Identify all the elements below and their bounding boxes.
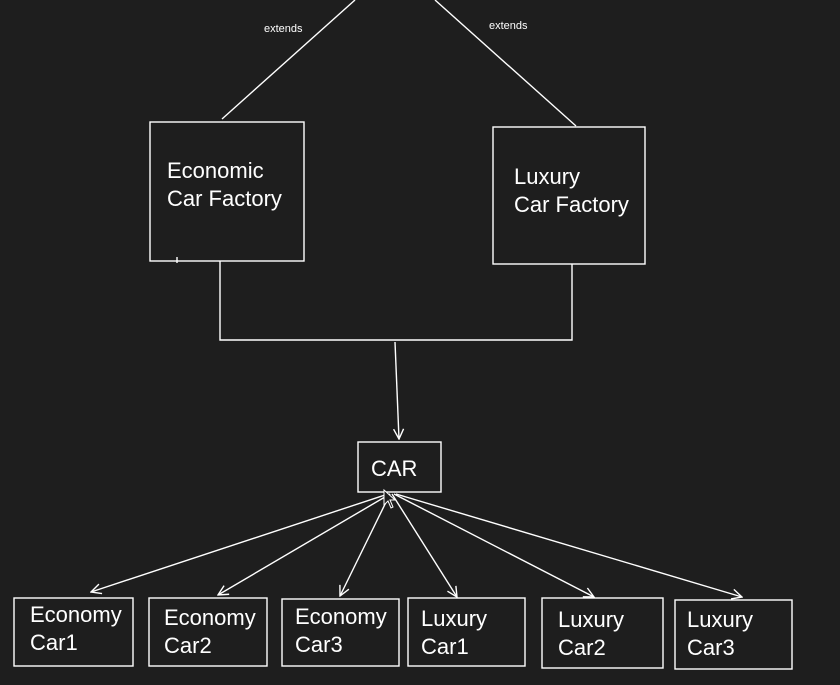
economy-car1-label-line1: Economy — [30, 602, 122, 627]
luxury-car3-box — [674, 599, 793, 670]
luxury-car2-label: Luxury Car2 — [558, 606, 624, 661]
luxury-car2-box — [541, 597, 664, 669]
luxury-car1-label: Luxury Car1 — [421, 605, 487, 660]
extends-line-left — [221, 0, 356, 120]
economy-car2-label-line2: Car2 — [164, 632, 212, 658]
economy-car3-label-line2: Car3 — [295, 631, 343, 657]
arrow-to-luxury-car3 — [395, 493, 742, 597]
extends-label-left: extends — [264, 23, 303, 35]
arrow-to-luxury-car2 — [393, 493, 594, 597]
luxury-factory-label-line1: Luxury — [514, 164, 581, 189]
luxury-car2-label-line1: Luxury — [558, 607, 625, 632]
economic-factory-box — [149, 121, 305, 262]
luxury-car3-label: Luxury Car3 — [687, 606, 753, 661]
luxury-car2-label-line2: Car2 — [558, 634, 606, 660]
luxury-car1-box — [407, 597, 526, 667]
economy-car1-label: Economy Car1 — [30, 601, 122, 656]
arrow-to-luxury-car1 — [391, 493, 457, 597]
extends-line-right — [434, 0, 577, 127]
economy-car2-box — [148, 597, 268, 667]
arrow-to-economy-car2 — [218, 493, 391, 595]
luxury-car3-label-line1: Luxury — [687, 607, 754, 632]
car-label: CAR — [371, 456, 418, 481]
luxury-factory-label: Luxury Car Factory — [514, 163, 629, 218]
luxury-factory-label-line2: Car Factory — [514, 191, 629, 217]
luxury-car3-label-line2: Car3 — [687, 634, 735, 660]
arrow-to-economy-car3 — [340, 493, 391, 596]
economy-car3-label: Economy Car3 — [295, 603, 387, 658]
economy-car1-box — [13, 597, 134, 667]
luxury-factory-box — [492, 126, 646, 265]
luxury-car1-label-line1: Luxury — [421, 606, 488, 631]
economy-car2-label: Economy Car2 — [164, 604, 256, 659]
extends-label-right: extends — [489, 20, 528, 32]
connector-to-car-arrow — [395, 341, 399, 439]
car-box — [357, 441, 442, 493]
economic-factory-label: Economic Car Factory — [167, 157, 282, 212]
cursor-icon — [383, 488, 397, 509]
luxury-car1-label-line2: Car1 — [421, 633, 469, 659]
factory-connector — [219, 261, 573, 341]
economy-car3-label-line1: Economy — [295, 604, 387, 629]
economic-factory-label-line2: Car Factory — [167, 185, 282, 211]
economic-factory-label-line1: Economic — [167, 158, 264, 183]
economy-car3-box — [281, 598, 400, 667]
economy-car1-label-line2: Car1 — [30, 629, 78, 655]
arrow-to-economy-car1 — [91, 493, 389, 592]
economy-car2-label-line1: Economy — [164, 605, 256, 630]
